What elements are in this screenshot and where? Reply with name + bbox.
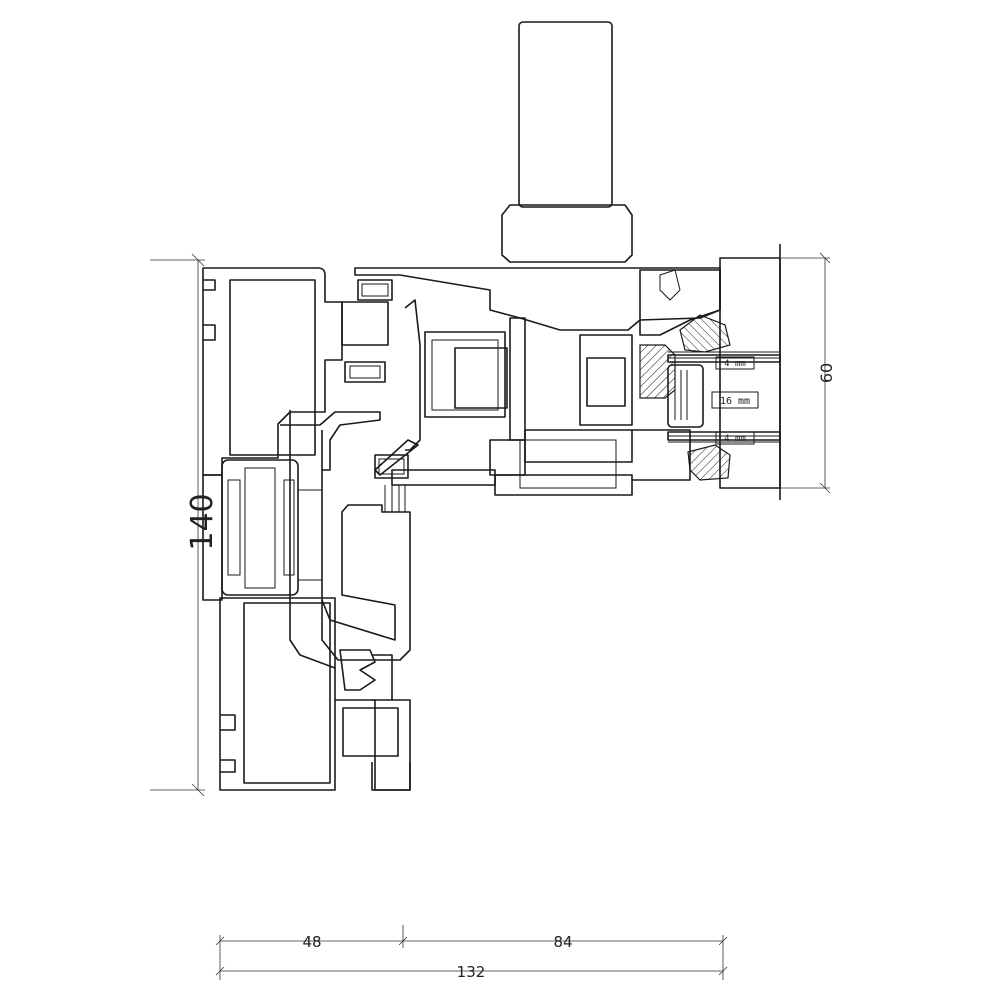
- dimension-glazing-height-label: 60: [817, 363, 836, 383]
- glass-pane-inner-label: 4 mm: [724, 434, 746, 444]
- dimension-glazing-height: 60: [780, 252, 836, 494]
- glass-pane-outer-label: 4 mm: [724, 359, 746, 369]
- glass-label-inner: 4 mm: [715, 431, 755, 445]
- glass-cavity-label: 16 mm: [720, 396, 750, 407]
- dimension-width-left-label: 48: [302, 933, 321, 951]
- frame-profile: [202, 267, 411, 791]
- glass-label-outer: 4 mm: [715, 356, 755, 370]
- dimension-height-total-label: 140: [185, 493, 220, 550]
- dimension-width-total-label: 132: [457, 963, 486, 981]
- dimension-widths: 48 84 132: [215, 925, 728, 981]
- sash-profile: [341, 267, 731, 512]
- dimension-width-right-label: 84: [553, 933, 572, 951]
- dimension-height-total: 140: [150, 253, 220, 797]
- window-handle: [501, 21, 633, 263]
- glass-label-cavity: 16 mm: [711, 391, 759, 409]
- glazing-unit: [667, 244, 781, 500]
